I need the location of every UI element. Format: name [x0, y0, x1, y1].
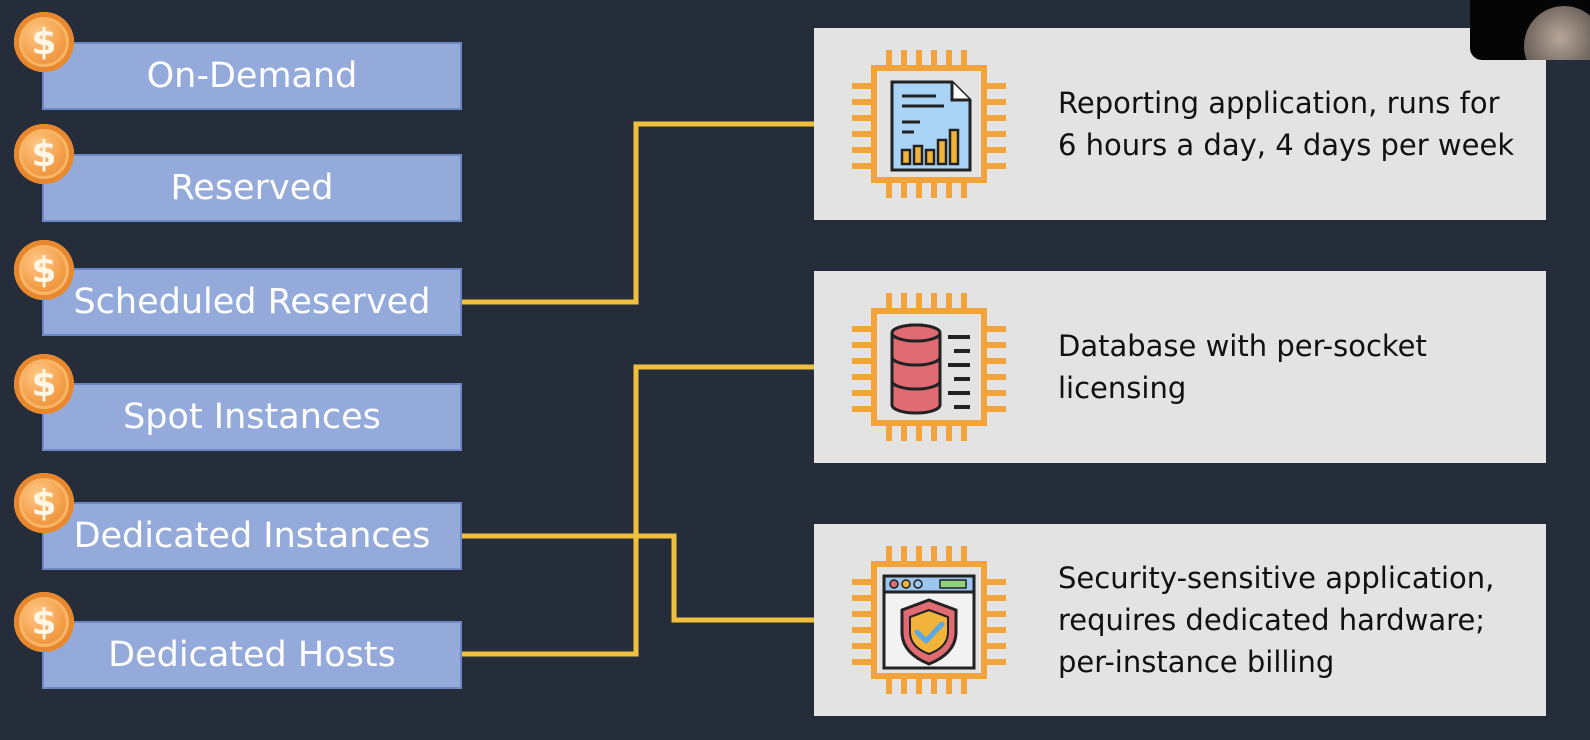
use-case-line: per-instance billing [1058, 645, 1335, 679]
report-chart-icon [852, 50, 1006, 198]
presenter-video [1524, 6, 1590, 60]
dollar-coin-icon: $ [14, 592, 74, 652]
secure-browser-shield-icon [852, 546, 1006, 694]
dollar-coin-icon: $ [14, 12, 74, 72]
option-label: Spot Instances [123, 397, 381, 437]
use-case-text: Security-sensitive application, requires… [1058, 524, 1528, 716]
dollar-coin-icon: $ [14, 354, 74, 414]
use-case-line: 6 hours a day, 4 days per week [1058, 128, 1515, 162]
dollar-coin-icon: $ [14, 240, 74, 300]
use-case-card-reporting: Reporting application, runs for 6 hours … [814, 28, 1546, 220]
use-case-line: Database with per-socket [1058, 329, 1427, 363]
use-case-line: licensing [1058, 371, 1187, 405]
dollar-coin-icon: $ [14, 473, 74, 533]
option-label: On-Demand [146, 56, 358, 96]
webcam-overlay [1470, 0, 1590, 60]
use-case-line: Reporting application, runs for [1058, 86, 1500, 120]
database-icon [852, 293, 1006, 441]
use-case-card-security: Security-sensitive application, requires… [814, 524, 1546, 716]
use-case-text: Reporting application, runs for 6 hours … [1058, 28, 1528, 220]
option-label: Dedicated Hosts [108, 635, 396, 675]
use-case-line: requires dedicated hardware; [1058, 603, 1486, 637]
connector-dedicated-instances-to-security [462, 533, 814, 623]
dollar-coin-icon: $ [14, 124, 74, 184]
use-case-text: Database with per-socket licensing [1058, 271, 1528, 463]
option-spot-instances: Spot Instances [42, 383, 462, 451]
option-label: Dedicated Instances [73, 516, 431, 556]
option-reserved: Reserved [42, 154, 462, 222]
use-case-card-database: Database with per-socket licensing [814, 271, 1546, 463]
connector-scheduled-reserved-to-reporting [462, 121, 814, 305]
connector-dedicated-hosts-to-database [462, 364, 814, 657]
option-scheduled-reserved: Scheduled Reserved [42, 268, 462, 336]
option-dedicated-instances: Dedicated Instances [42, 502, 462, 570]
use-case-line: Security-sensitive application, [1058, 561, 1495, 595]
option-on-demand: On-Demand [42, 42, 462, 110]
option-label: Reserved [170, 168, 334, 208]
option-label: Scheduled Reserved [73, 282, 431, 322]
option-dedicated-hosts: Dedicated Hosts [42, 621, 462, 689]
